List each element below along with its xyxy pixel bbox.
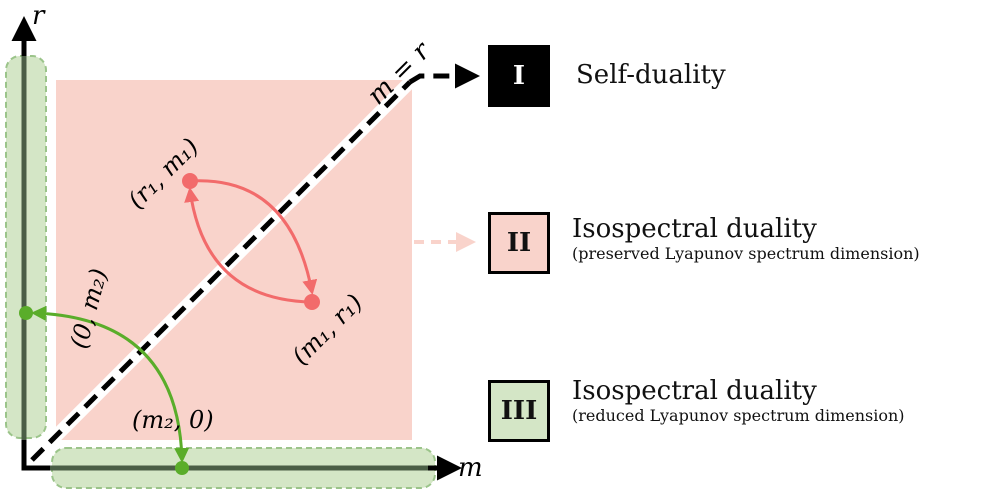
m-axis-label: m (458, 453, 483, 483)
point-r1-m1 (182, 173, 198, 189)
legend-title-I: Self-duality (576, 60, 726, 90)
red-arc-upper (189, 179, 318, 295)
legend-title-III: Isospectral duality (572, 376, 817, 406)
point-0-m2 (19, 306, 33, 320)
legend-box-I-label: I (512, 61, 526, 91)
legend-text-I: Self-duality (576, 60, 726, 90)
legend-text-III: Isospectral duality (reduced Lyapunov sp… (572, 376, 905, 426)
red-arc-lower (184, 187, 313, 304)
point-m1-r1 (304, 294, 320, 310)
legend-subtitle-II: (preserved Lyapunov spectrum dimension) (572, 244, 920, 263)
legend-box-III: III (488, 380, 550, 442)
legend-box-II: II (488, 212, 550, 274)
r-axis-label: r (32, 1, 46, 31)
legend-subtitle-III: (reduced Lyapunov spectrum dimension) (572, 406, 905, 425)
legend-box-II-label: II (506, 228, 532, 258)
legend-text-II: Isospectral duality (preserved Lyapunov … (572, 214, 920, 264)
self-duality-connector (408, 63, 480, 89)
legend-box-I: I (488, 45, 550, 107)
green-arc (31, 305, 190, 463)
legend-title-II: Isospectral duality (572, 214, 817, 244)
point-m2-0 (175, 461, 189, 475)
legend-box-III-label: III (500, 396, 538, 426)
label-m2-0: (m₂, 0) (132, 406, 214, 434)
